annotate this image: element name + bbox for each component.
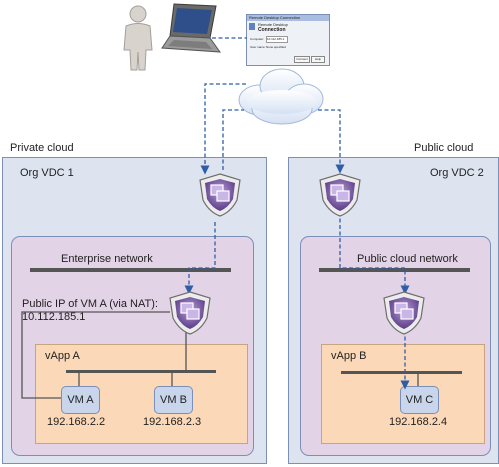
edge-gateway-vapp-b-icon — [380, 290, 428, 341]
rdp-title: Remote Desktop Connection — [247, 15, 329, 21]
rdp-username-label: User name: — [250, 45, 266, 49]
cloud-icon — [238, 68, 324, 125]
rdp-connect-button[interactable]: Connect — [294, 56, 310, 63]
enterprise-network-label: Enterprise network — [61, 253, 153, 265]
rdp-dialog: Remote Desktop Connection Remote Desktop… — [246, 14, 330, 66]
public-cloud-label: Public cloud — [414, 142, 474, 154]
cloud-to-edge2-in — [318, 109, 345, 174]
vapp-a-network-bar — [66, 370, 216, 373]
edge-gateway-2-icon — [316, 172, 364, 223]
vapp-a-label: vApp A — [45, 350, 80, 362]
edge1-to-cloud-out — [222, 109, 244, 170]
rdp-heading: Remote Desktop — [258, 22, 288, 27]
nat-link-to-vm-a — [21, 311, 170, 399]
vm-c-label: VM C — [405, 394, 434, 406]
vm-c[interactable]: VM C — [400, 386, 439, 414]
vm-b[interactable]: VM B — [154, 386, 193, 414]
vm-c-ip: 192.168.2.4 — [389, 416, 448, 428]
edge1-to-edge-a — [184, 222, 216, 295]
rdp-help-button[interactable]: Help — [311, 56, 325, 63]
org-vdc-1-label: Org VDC 1 — [20, 167, 74, 179]
vm-b-label: VM B — [160, 394, 187, 406]
laptop-icon — [161, 3, 222, 53]
public-cloud-network-label: Public cloud network — [357, 253, 458, 265]
user-icon — [123, 5, 153, 71]
monitor-icon — [249, 23, 255, 30]
rdp-subheading: Connection — [258, 27, 286, 33]
vm-a[interactable]: VM A — [61, 386, 100, 414]
public-cloud-network-bar — [319, 268, 470, 272]
vapp-b-label: vApp B — [331, 350, 367, 362]
org-vdc-2-label: Org VDC 2 — [430, 167, 484, 179]
rdp-computer-field[interactable]: 10.112.185.1 — [266, 36, 288, 43]
rdp-computer-label: Computer: — [250, 37, 265, 41]
edge-gateway-vapp-a-icon — [166, 290, 214, 341]
public-ip-value: 10.112.185.1 — [22, 311, 86, 323]
public-ip-caption: Public IP of VM A (via NAT): — [22, 298, 158, 310]
vapp-b-network-bar — [341, 371, 462, 374]
private-cloud-label: Private cloud — [10, 142, 74, 154]
cloud-to-edge1-in — [200, 83, 246, 175]
vm-a-ip: 192.168.2.2 — [47, 416, 106, 428]
edge-gateway-1-icon — [196, 172, 244, 223]
rdp-username-value: None specified — [266, 45, 286, 49]
vm-b-ip: 192.168.2.3 — [143, 416, 202, 428]
edge2-to-edge-b — [339, 212, 410, 295]
enterprise-network-bar — [30, 268, 231, 272]
vm-a-label: VM A — [67, 394, 94, 406]
